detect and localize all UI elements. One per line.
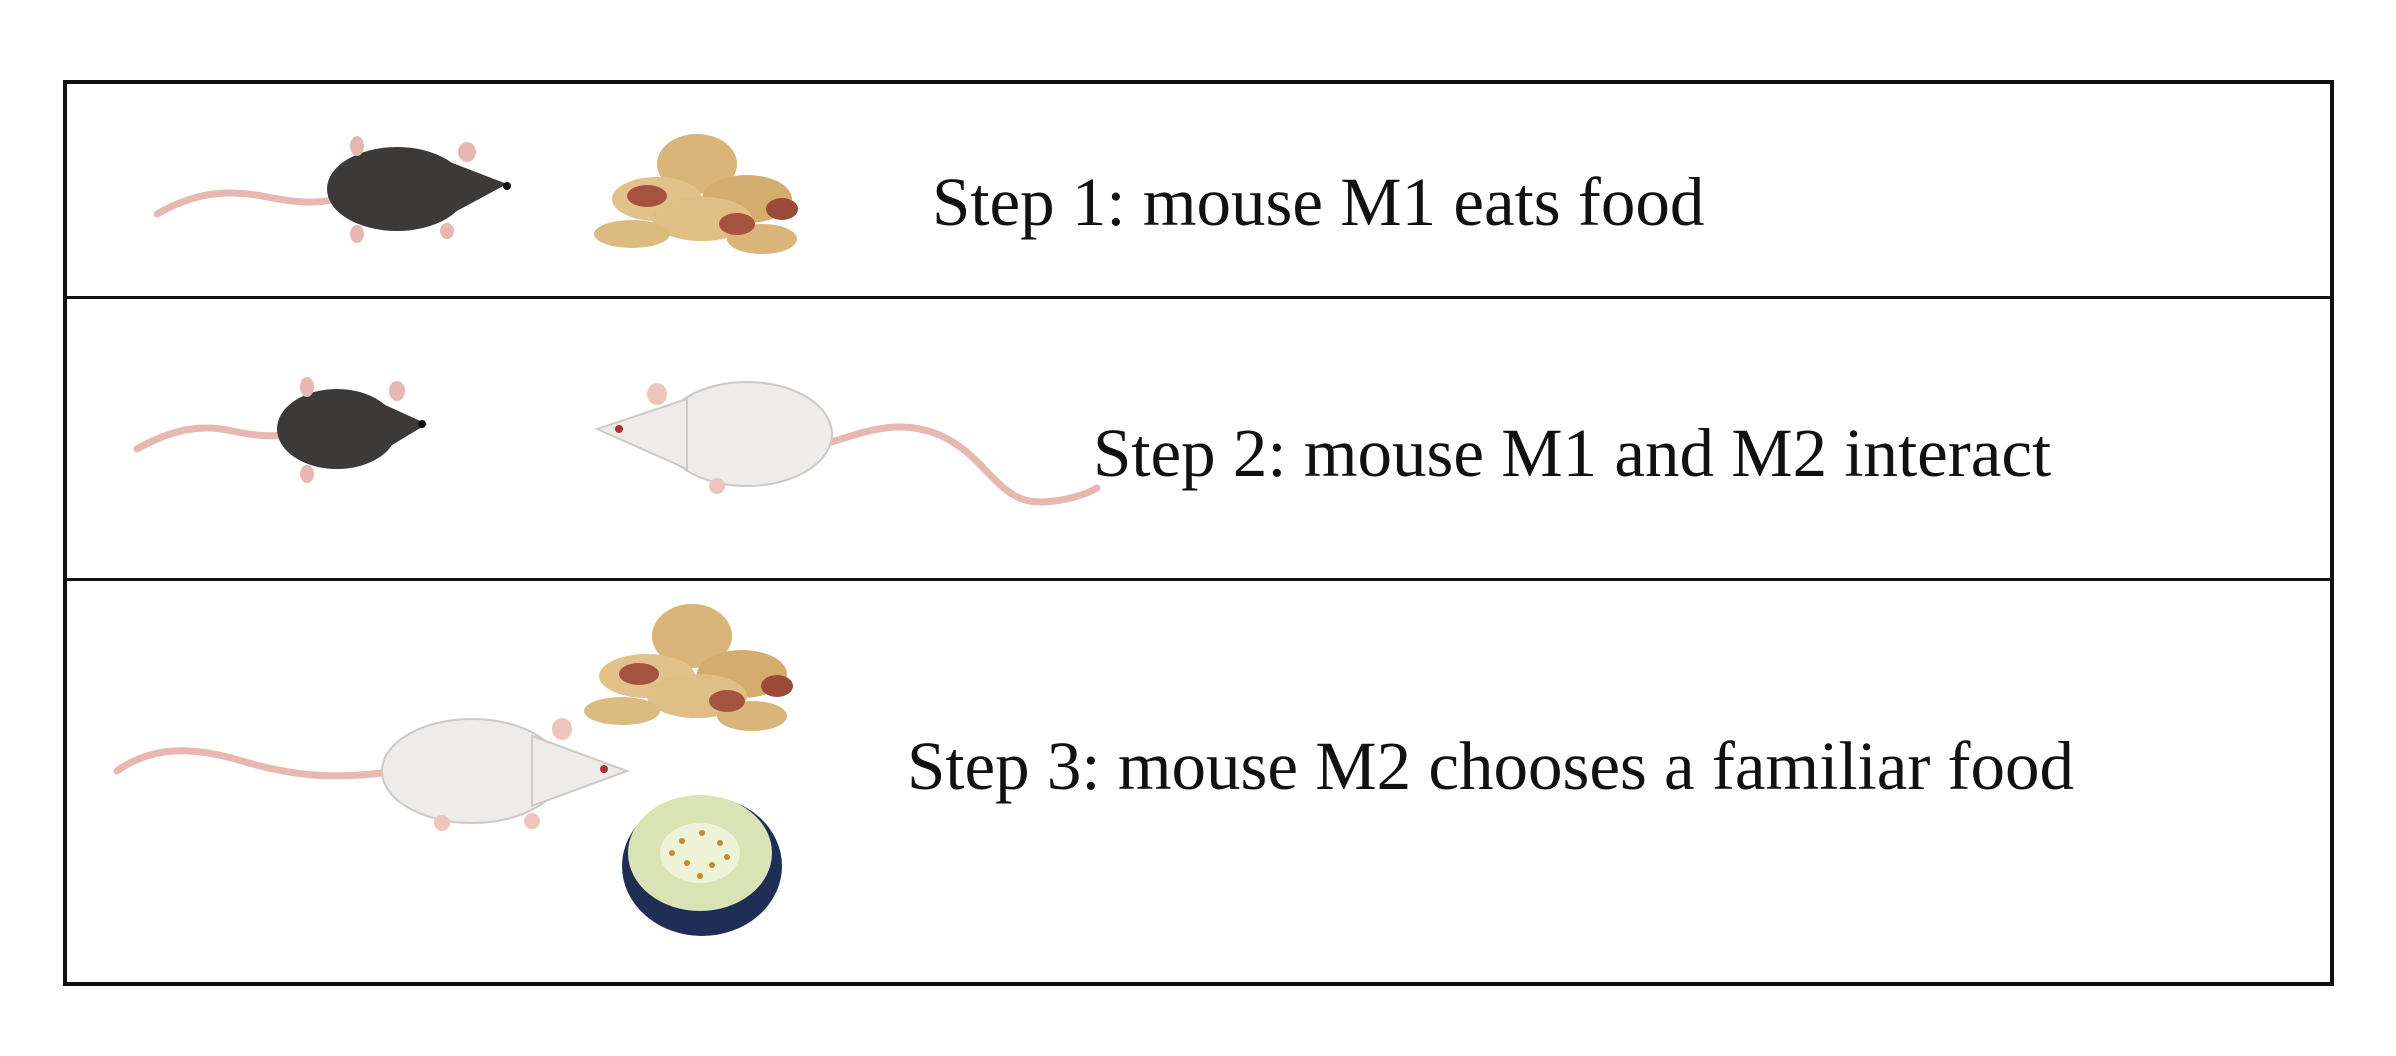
step-3-caption: Step 3: mouse M2 chooses a familiar food bbox=[907, 728, 2075, 804]
white-mouse-icon bbox=[594, 381, 1101, 506]
peanuts-icon bbox=[594, 134, 798, 254]
step-1-caption: Step 1: mouse M1 eats food bbox=[932, 164, 1705, 240]
step-3-row: Step 3: mouse M2 chooses a familiar food bbox=[67, 581, 2330, 986]
cucumber-slice-icon bbox=[622, 795, 782, 936]
peanuts-icon bbox=[584, 604, 793, 731]
step-2-row: Step 2: mouse M1 and M2 interact bbox=[67, 299, 2330, 581]
white-mouse-icon bbox=[113, 718, 630, 831]
steps-table: Step 1: mouse M1 eats food Step 2: mouse… bbox=[63, 80, 2334, 986]
black-mouse-icon bbox=[153, 136, 511, 243]
step-1-row: Step 1: mouse M1 eats food bbox=[67, 84, 2330, 299]
black-mouse-icon bbox=[133, 377, 427, 483]
step-2-caption: Step 2: mouse M1 and M2 interact bbox=[1093, 415, 2052, 491]
